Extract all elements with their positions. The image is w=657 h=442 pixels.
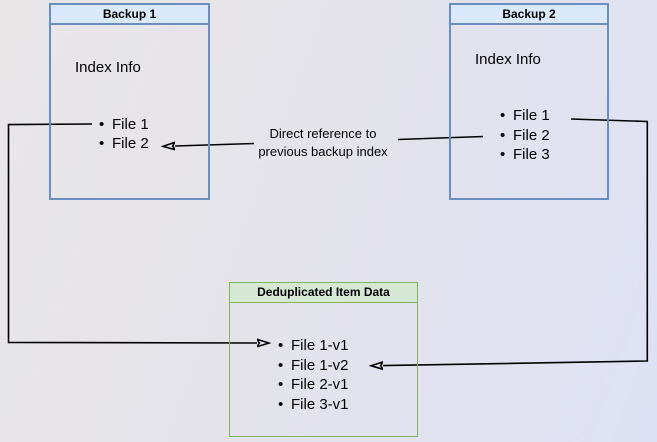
- bullet-icon: [278, 375, 291, 395]
- dedup-file-3v1: File 3-v1: [278, 395, 349, 415]
- backup2-file-1-label: File 1: [513, 107, 550, 124]
- backup2-file-3: File 3: [500, 145, 550, 165]
- backup2-file-1: File 1: [500, 106, 550, 126]
- backup1-header: Backup 1: [51, 5, 208, 25]
- edge-label-line1: Direct reference to: [269, 126, 377, 141]
- backup1-index-info-label: Index Info: [75, 59, 141, 76]
- edge-label: Direct reference to previous backup inde…: [233, 125, 413, 161]
- dedup-file-2v1-label: File 2-v1: [291, 376, 349, 394]
- backup2-header: Backup 2: [451, 5, 607, 25]
- backup2-file-list: File 1 File 2 File 3: [500, 106, 550, 165]
- backup1-file-1-label: File 1: [112, 115, 149, 133]
- backup2-file-3-label: File 3: [513, 146, 550, 163]
- backup1-file-list: File 1 File 2: [99, 115, 149, 154]
- backup2-node: Backup 2 Index Info File 1 File 2 File 3: [449, 3, 609, 200]
- bullet-icon: [500, 126, 513, 146]
- backup1-file-2-label: File 2: [112, 135, 149, 152]
- edge-label-line2: previous backup index: [258, 144, 388, 159]
- dedup-header: Deduplicated Item Data: [230, 283, 417, 303]
- arrow-backup2-to-backup1-right-segment: [397, 135, 484, 141]
- dedup-file-3v1-label: File 3-v1: [291, 396, 349, 414]
- arrow-backup2-to-backup1-left-segment: [175, 144, 255, 147]
- dedup-file-2v1: File 2-v1: [278, 375, 349, 395]
- backup1-title: Backup 1: [102, 7, 157, 21]
- backup2-title: Backup 2: [502, 7, 556, 21]
- bullet-icon: [278, 395, 291, 415]
- backup1-file-2: File 2: [99, 134, 149, 154]
- backup1-node: Backup 1 Index Info File 1 File 2: [49, 3, 210, 200]
- bullet-icon: [278, 356, 291, 376]
- bullet-icon: [278, 336, 291, 356]
- dedup-node: Deduplicated Item Data File 1-v1 File 1-…: [229, 282, 418, 437]
- bullet-icon: [99, 115, 112, 135]
- backup2-index-info-label: Index Info: [475, 51, 541, 68]
- dedup-file-list: File 1-v1 File 1-v2 File 2-v1 File 3-v1: [278, 336, 349, 415]
- dedup-title: Deduplicated Item Data: [257, 285, 390, 299]
- bullet-icon: [500, 145, 513, 165]
- dedup-file-1v2: File 1-v2: [278, 356, 349, 376]
- backup2-file-2: File 2: [500, 126, 550, 146]
- bullet-icon: [99, 134, 112, 154]
- bullet-icon: [500, 106, 513, 126]
- dedup-file-1v2-label: File 1-v2: [291, 356, 349, 374]
- dedup-file-1v1: File 1-v1: [278, 336, 349, 356]
- arrow-backup2-file1-to-dedup: [383, 118, 649, 366]
- backup2-file-2-label: File 2: [513, 126, 550, 144]
- backup1-file-1: File 1: [99, 115, 149, 135]
- dedup-file-1v1-label: File 1-v1: [291, 337, 349, 354]
